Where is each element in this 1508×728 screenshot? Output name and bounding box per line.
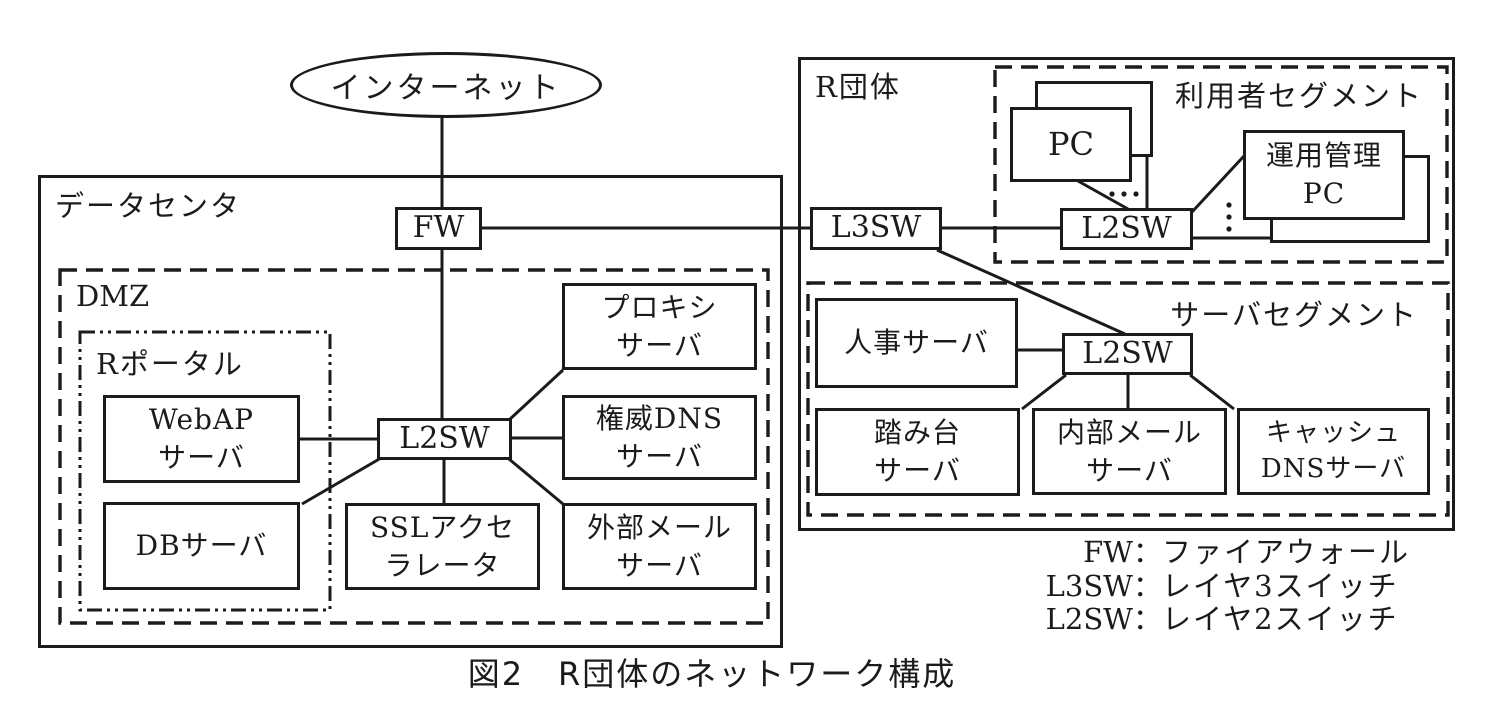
db-server-node: DBサーバ: [103, 502, 300, 590]
pc-link-more-dots: [1133, 191, 1139, 197]
figure-caption: 図2 R団体のネットワーク構成: [467, 655, 957, 693]
dmz-label: DMZ: [76, 279, 150, 313]
legend-term: L3SW: [1045, 568, 1133, 603]
link-l2sw-bastion: [1021, 373, 1067, 411]
legend-separator: ：: [1133, 535, 1163, 569]
organization-box: [798, 57, 1455, 531]
legend-separator: ：: [1133, 568, 1163, 603]
user-segment-border: [993, 65, 1449, 264]
pc-link-more-dots: [1109, 191, 1115, 197]
pc-link-more-dots: [1121, 191, 1127, 197]
legend-term: FW: [1083, 535, 1133, 569]
server-l2sw-node: L2SW: [1062, 333, 1193, 375]
legend: FW：ファイアウォール L3SW：レイヤ3スイッチ L2SW：レイヤ2スイッチ: [1015, 535, 1411, 637]
int-mail-server-node: 内部メール サーバ: [1032, 408, 1227, 495]
bastion-server-node: 踏み台 サーバ: [815, 408, 1020, 496]
legend-desc: レイヤ2スイッチ: [1162, 602, 1399, 636]
user-segment-label: 利用者セグメント: [1174, 79, 1423, 113]
mgmtpc-link-more-dots: [1226, 214, 1232, 220]
r-portal-label: Rポータル: [96, 347, 244, 381]
datacenter-box: [38, 175, 783, 648]
datacenter-label: データセンタ: [55, 189, 242, 223]
legend-desc: ファイアウォール: [1162, 535, 1411, 569]
webap-server-node: WebAP サーバ: [103, 395, 300, 483]
mgmtpc-link-more-dots: [1226, 226, 1232, 232]
legend-term: L2SW: [1045, 602, 1133, 636]
dmz-l2sw-node: L2SW: [377, 418, 512, 460]
dmz-border: [58, 268, 770, 625]
legend-row-fw: FW：ファイアウォール: [1015, 535, 1411, 570]
server-segment-label: サーバセグメント: [1170, 298, 1418, 332]
link-l2sw-extmail: [508, 457, 564, 506]
legend-row-l2sw: L2SW：レイヤ2スイッチ: [1015, 602, 1410, 637]
hr-server-node: 人事サーバ: [815, 298, 1018, 388]
user-l2sw-node: L2SW: [1060, 208, 1193, 250]
link-l2sw-db: [301, 456, 382, 506]
link-l2sw-proxy: [507, 368, 565, 422]
proxy-server-node: プロキシ サーバ: [562, 283, 757, 370]
server-segment-border: [806, 281, 1450, 517]
mgmtpc-link-more-dots: [1226, 202, 1232, 208]
internet-node: インターネット: [290, 52, 602, 118]
ssl-accelerator-node: SSLアクセ ラレータ: [345, 503, 540, 590]
pc-node: PC: [1010, 107, 1132, 182]
legend-desc: レイヤ3スイッチ: [1162, 568, 1399, 603]
ext-mail-server-node: 外部メール サーバ: [562, 503, 757, 590]
legend-row-l3sw: L3SW：レイヤ3スイッチ: [1015, 568, 1410, 604]
link-l3sw-server-l2sw: [936, 248, 1126, 336]
link-l2sw-mgmtpc: [1190, 154, 1246, 214]
link-pc-l2sw: [1077, 179, 1129, 211]
legend-separator: ：: [1133, 602, 1163, 636]
link-l2sw-cachedns: [1189, 373, 1235, 411]
cache-dns-server-node: キャッシュ DNSサーバ: [1237, 408, 1430, 495]
l3sw-node: L3SW: [810, 207, 942, 250]
organization-label: R団体: [815, 70, 901, 104]
r-portal-border: [78, 330, 332, 612]
auth-dns-server-node: 権威DNS サーバ: [562, 395, 757, 480]
mgmt-pc-node: 運用管理 PC: [1243, 130, 1405, 220]
internet-label: インターネット: [330, 71, 562, 106]
fw-node: FW: [395, 207, 482, 250]
